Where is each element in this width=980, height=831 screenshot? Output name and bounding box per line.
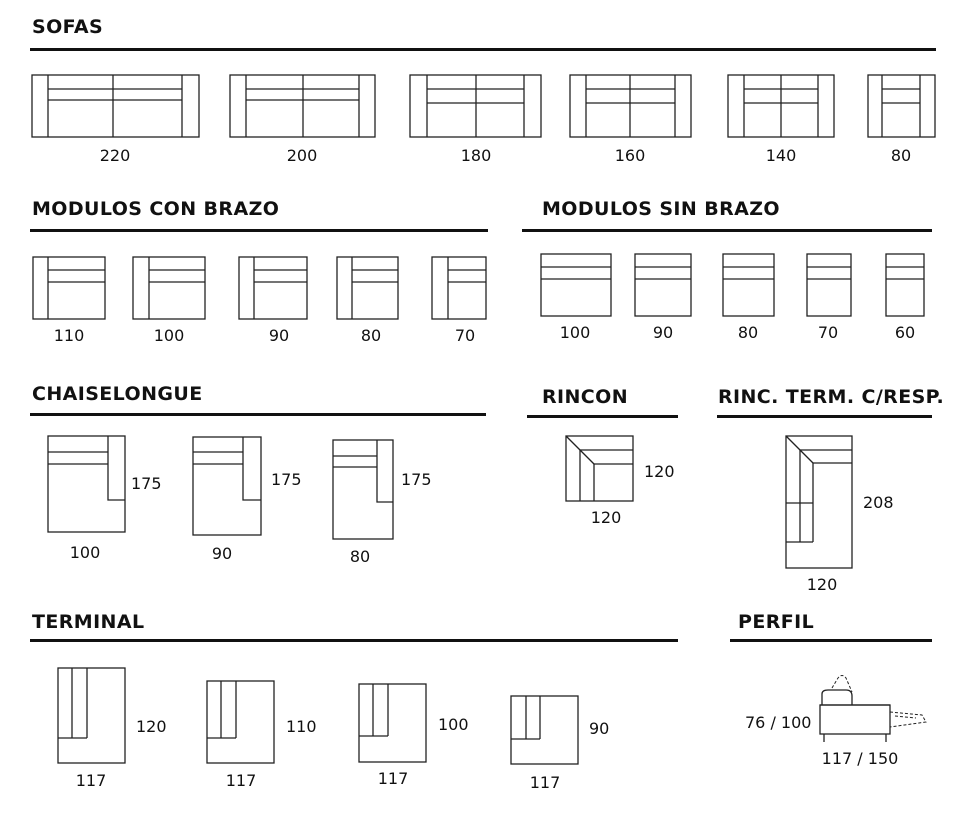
terminal-width: 117 (75, 771, 107, 790)
chaiselongue-90-plan (192, 436, 262, 536)
rinc-term-plan (785, 435, 853, 569)
rinc-term-depth: 208 (863, 493, 894, 512)
terminal-90-plan (510, 695, 579, 765)
sofa-width-180: 180 (460, 146, 492, 165)
modulo-con-brazo-width: 100 (153, 326, 185, 345)
modulo-sin-brazo-70-plan (806, 253, 852, 317)
modulo-sin-brazo-80-plan (722, 253, 775, 317)
sofa-width-200: 200 (286, 146, 318, 165)
section-title-terminal: TERMINAL (32, 611, 145, 633)
sofa-160-plan (569, 74, 692, 138)
modulo-con-brazo-width: 90 (268, 326, 290, 345)
terminal-110-plan (206, 680, 275, 764)
section-title-sofas: SOFAS (32, 16, 104, 38)
sofa-200-plan (229, 74, 376, 138)
perfil-side-view (819, 675, 927, 742)
chaiselongue-depth: 175 (131, 474, 162, 493)
modulo-con-brazo-70-plan (431, 256, 487, 320)
sofa-width-220: 220 (99, 146, 131, 165)
terminal-100-plan (358, 683, 427, 763)
modulo-con-brazo-width: 80 (360, 326, 382, 345)
perfil-height: 76 / 100 (745, 713, 812, 732)
modulo-sin-brazo-90-plan (634, 253, 692, 317)
terminal-depth: 90 (589, 719, 610, 738)
divider-rinc-term (717, 415, 932, 418)
sofa-220-plan (31, 74, 200, 138)
perfil-depth: 117 / 150 (821, 749, 899, 768)
sofa-width-80: 80 (890, 146, 912, 165)
divider-sofas (30, 48, 936, 51)
modulo-con-brazo-80-plan (336, 256, 399, 320)
chaiselongue-width: 80 (349, 547, 371, 566)
terminal-depth: 110 (286, 717, 317, 736)
chaiselongue-width: 100 (69, 543, 101, 562)
modulo-sin-brazo-60-plan (885, 253, 925, 317)
terminal-width: 117 (225, 771, 257, 790)
chaiselongue-depth: 175 (271, 470, 302, 489)
sofa-width-160: 160 (614, 146, 646, 165)
divider-terminal (30, 639, 678, 642)
section-title-modulos-sin-brazo: MODULOS SIN BRAZO (542, 198, 780, 220)
modulo-sin-brazo-width: 60 (894, 323, 916, 342)
chaiselongue-depth: 175 (401, 470, 432, 489)
chaiselongue-100-plan (47, 435, 126, 533)
modulo-con-brazo-110-plan (32, 256, 106, 320)
divider-perfil (730, 639, 932, 642)
terminal-depth: 120 (136, 717, 167, 736)
section-title-chaiselongue: CHAISELONGUE (32, 383, 203, 405)
divider-rincon (527, 415, 678, 418)
modulo-sin-brazo-width: 80 (737, 323, 759, 342)
terminal-120-plan (57, 667, 126, 764)
rincon-depth: 120 (644, 462, 675, 481)
rincon-width: 120 (590, 508, 622, 527)
sofa-width-140: 140 (765, 146, 797, 165)
terminal-depth: 100 (438, 715, 469, 734)
modulo-sin-brazo-width: 70 (817, 323, 839, 342)
section-title-rinc-term: RINC. TERM. C/RESP. (718, 386, 945, 408)
sofa-80-plan (867, 74, 936, 138)
modulo-con-brazo-width: 70 (454, 326, 476, 345)
modulo-sin-brazo-100-plan (540, 253, 612, 317)
section-title-modulos-con-brazo: MODULOS CON BRAZO (32, 198, 280, 220)
terminal-width: 117 (529, 773, 561, 792)
divider-chaiselongue (30, 413, 486, 416)
modulo-con-brazo-100-plan (132, 256, 206, 320)
modulo-sin-brazo-width: 100 (559, 323, 591, 342)
chaiselongue-width: 90 (211, 544, 233, 563)
divider-modulos-sin-brazo (522, 229, 932, 232)
rincon-plan (565, 435, 634, 502)
sofa-140-plan (727, 74, 835, 138)
modulo-con-brazo-90-plan (238, 256, 308, 320)
modulo-con-brazo-width: 110 (53, 326, 85, 345)
section-title-perfil: PERFIL (738, 611, 815, 633)
modulo-sin-brazo-width: 90 (652, 323, 674, 342)
chaiselongue-80-plan (332, 439, 394, 540)
divider-modulos-con-brazo (30, 229, 488, 232)
rinc-term-width: 120 (806, 575, 838, 594)
terminal-width: 117 (377, 769, 409, 788)
sofa-180-plan (409, 74, 542, 138)
section-title-rincon: RINCON (542, 386, 628, 408)
